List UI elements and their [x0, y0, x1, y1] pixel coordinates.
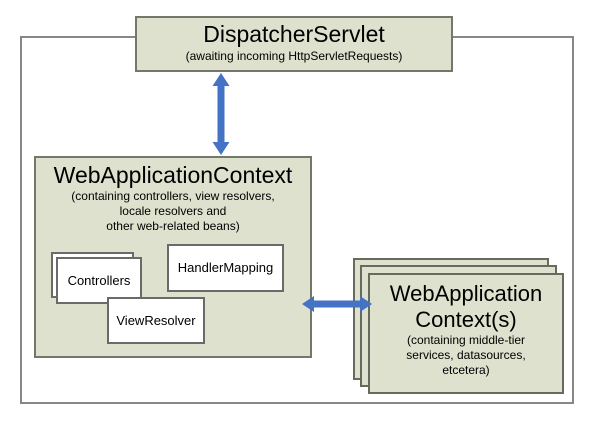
middle-tier-context-box: WebApplication Context(s) (containing mi…	[368, 273, 564, 394]
web-application-context-subtitle-line-2: locale resolvers and	[119, 204, 227, 218]
dispatcher-servlet-title: DispatcherServlet	[203, 21, 385, 47]
dispatcher-servlet-subtitle: (awaiting incoming HttpServletRequests)	[185, 49, 403, 63]
controllers-box: Controllers	[56, 257, 142, 304]
middle-tier-context-title-line-2: Context(s)	[415, 307, 517, 332]
handler-mapping-box: HandlerMapping	[167, 244, 284, 292]
web-application-context-subtitle-line-1: (containing controllers, view resolvers,	[71, 189, 275, 203]
view-resolver-label: ViewResolver	[116, 313, 196, 328]
view-resolver-box: ViewResolver	[107, 297, 205, 344]
middle-tier-context-subtitle-line-3: etcetera)	[442, 363, 490, 377]
middle-tier-context-subtitle-line-2: services, datasources,	[406, 348, 526, 362]
middle-tier-context-subtitle-line-1: (containing middle-tier	[406, 333, 526, 347]
web-application-context-title: WebApplicationContext	[53, 162, 293, 188]
web-application-context-subtitle-line-3: other web-related beans)	[106, 219, 240, 233]
dispatcher-servlet-box: DispatcherServlet (awaiting incoming Htt…	[135, 16, 453, 72]
handler-mapping-label: HandlerMapping	[177, 260, 274, 275]
controllers-label: Controllers	[67, 273, 131, 288]
middle-tier-context-title-line-1: WebApplication	[389, 281, 543, 306]
